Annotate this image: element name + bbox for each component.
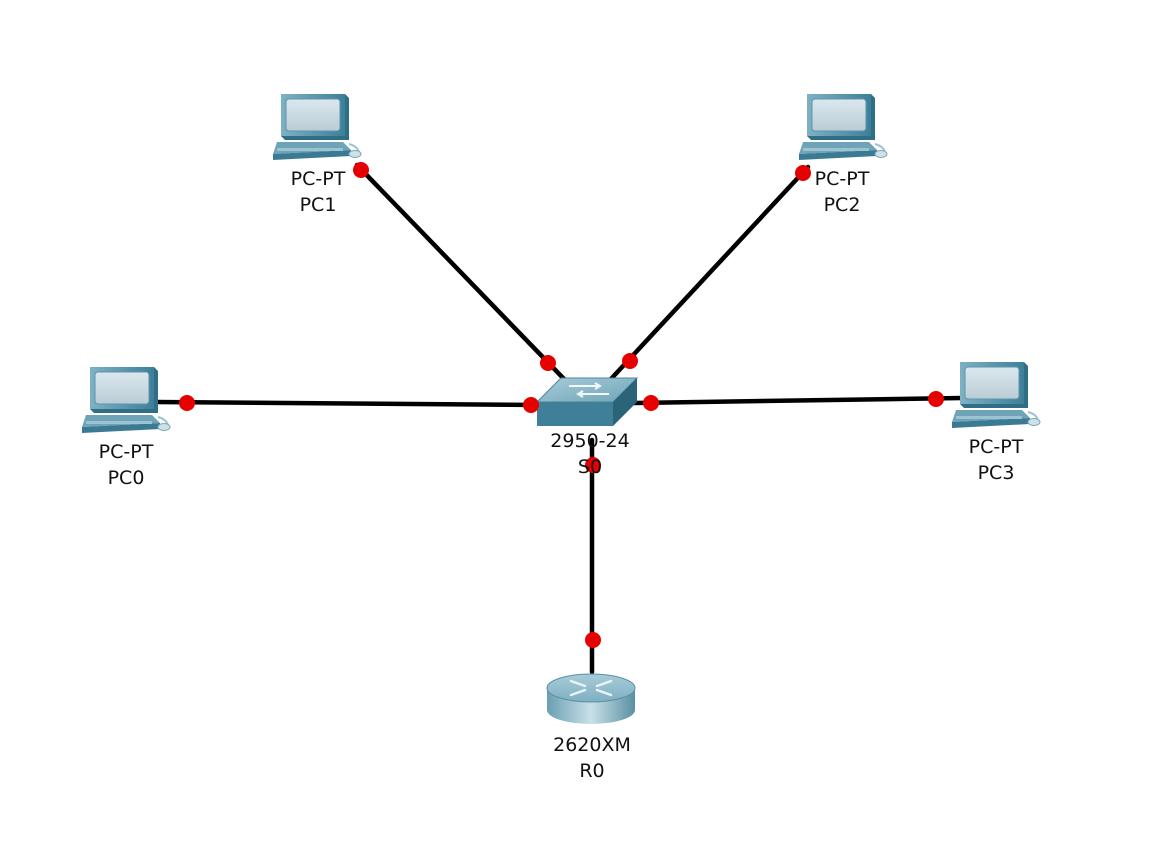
device-label-pc2: PC-PT PC2 xyxy=(815,166,870,218)
device-model: PC-PT xyxy=(968,436,1024,458)
cable-pc0-s0[interactable] xyxy=(152,399,543,408)
switch-icon[interactable] xyxy=(535,377,639,426)
link-status-dot xyxy=(179,395,195,411)
device-name: S0 xyxy=(577,456,603,478)
device-model: 2620XM xyxy=(553,734,631,756)
cable-pc1-s0[interactable] xyxy=(354,162,568,383)
link-status-dot xyxy=(585,632,601,648)
cable-pc2-s0[interactable] xyxy=(607,164,811,383)
link-status-dot xyxy=(585,457,601,473)
link-status-dot xyxy=(795,165,811,181)
device-model: PC-PT xyxy=(290,168,346,190)
device-name: PC0 xyxy=(107,467,145,489)
pc-icon[interactable] xyxy=(82,367,171,433)
device-model: PC-PT xyxy=(98,441,154,463)
device-label-pc0: PC-PT PC0 xyxy=(99,439,154,491)
device-label-pc3: PC-PT PC3 xyxy=(969,434,1024,486)
pc-icon[interactable] xyxy=(273,94,362,160)
device-label-pc1: PC-PT PC1 xyxy=(291,166,346,218)
link-status-dot xyxy=(540,355,556,371)
link-status-dot xyxy=(353,162,369,178)
link-status-dot xyxy=(622,353,638,369)
link-status-dot xyxy=(643,395,659,411)
link-status-dot xyxy=(523,397,539,413)
pc-icon[interactable] xyxy=(799,94,888,160)
cables xyxy=(152,162,965,675)
device-model: PC-PT xyxy=(814,168,870,190)
device-label-s0: 2950-24 S0 xyxy=(550,428,629,480)
pc-icon[interactable] xyxy=(952,362,1041,428)
link-status-dot xyxy=(928,391,944,407)
device-name: PC1 xyxy=(299,194,337,216)
link-status-lights xyxy=(179,162,944,648)
router-icon[interactable] xyxy=(546,673,636,724)
device-name: PC2 xyxy=(823,194,861,216)
device-name: PC3 xyxy=(977,462,1015,484)
cable-pc3-s0[interactable] xyxy=(629,395,965,406)
device-label-r0: 2620XM R0 xyxy=(553,732,631,784)
device-name: R0 xyxy=(579,760,605,782)
device-model: 2950-24 xyxy=(550,430,630,452)
